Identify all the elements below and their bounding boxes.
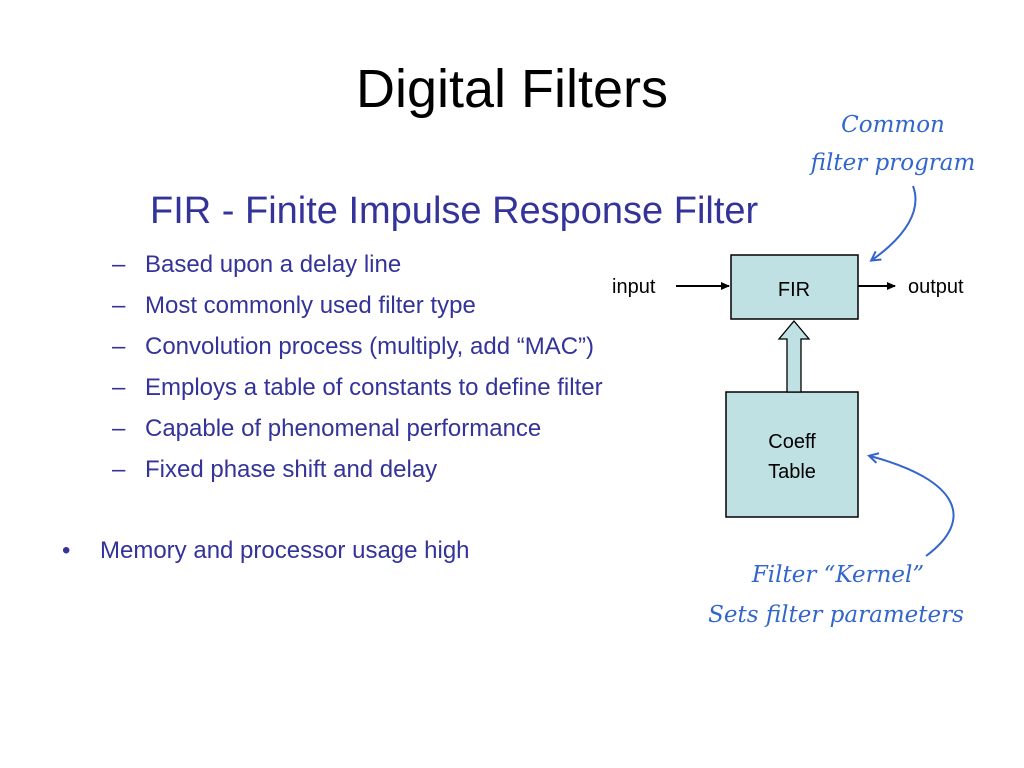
sub-bullet: –Convolution process (multiply, add “MAC… bbox=[112, 332, 603, 373]
dash-glyph: – bbox=[112, 292, 126, 319]
fir-label: FIR bbox=[778, 279, 810, 301]
sub-bullet: –Employs a table of constants to define … bbox=[112, 373, 603, 414]
dash-glyph: – bbox=[112, 456, 126, 483]
note-common-line2: filter program bbox=[809, 150, 976, 176]
note-kernel-line2: Sets filter parameters bbox=[708, 602, 964, 628]
sub-bullet-text: Employs a table of constants to define f… bbox=[145, 374, 603, 401]
bullet-dot-glyph: • bbox=[62, 537, 71, 564]
dash-glyph: – bbox=[112, 415, 126, 442]
output-label: output bbox=[908, 276, 964, 298]
main-bullet-text: Memory and processor usage high bbox=[100, 537, 470, 564]
note-bottom-arrow bbox=[870, 456, 955, 557]
coeff-label-line1: Coeff bbox=[768, 431, 816, 453]
coeff-table-box bbox=[725, 391, 859, 518]
sub-bullet: –Based upon a delay line bbox=[112, 250, 603, 291]
sub-bullet: –Fixed phase shift and delay bbox=[112, 455, 603, 496]
dash-glyph: – bbox=[112, 333, 126, 360]
note-top-arrow bbox=[872, 185, 917, 260]
coeff-label-line2: Table bbox=[768, 461, 816, 483]
dash-glyph: – bbox=[112, 374, 126, 401]
sub-bullet: –Capable of phenomenal performance bbox=[112, 414, 603, 455]
sub-bullet-list: –Based upon a delay line –Most commonly … bbox=[112, 250, 603, 496]
sub-bullet: –Most commonly used filter type bbox=[112, 291, 603, 332]
slide-title: Digital Filters bbox=[355, 59, 669, 119]
note-kernel-line1: Filter “Kernel” bbox=[751, 562, 924, 588]
sub-bullet-text: Convolution process (multiply, add “MAC”… bbox=[145, 333, 595, 360]
dash-glyph: – bbox=[112, 251, 126, 278]
main-bullet: • Memory and processor usage high bbox=[62, 536, 470, 566]
sub-bullet-text: Most commonly used filter type bbox=[145, 292, 476, 319]
sub-bullet-text: Capable of phenomenal performance bbox=[145, 415, 542, 442]
slide-subtitle: FIR - Finite Impulse Response Filter bbox=[150, 190, 759, 232]
input-label: input bbox=[612, 276, 656, 298]
coeff-to-fir-arrow bbox=[777, 319, 811, 393]
note-common-line1: Common bbox=[841, 112, 945, 138]
sub-bullet-text: Based upon a delay line bbox=[145, 251, 402, 278]
sub-bullet-text: Fixed phase shift and delay bbox=[145, 456, 438, 483]
